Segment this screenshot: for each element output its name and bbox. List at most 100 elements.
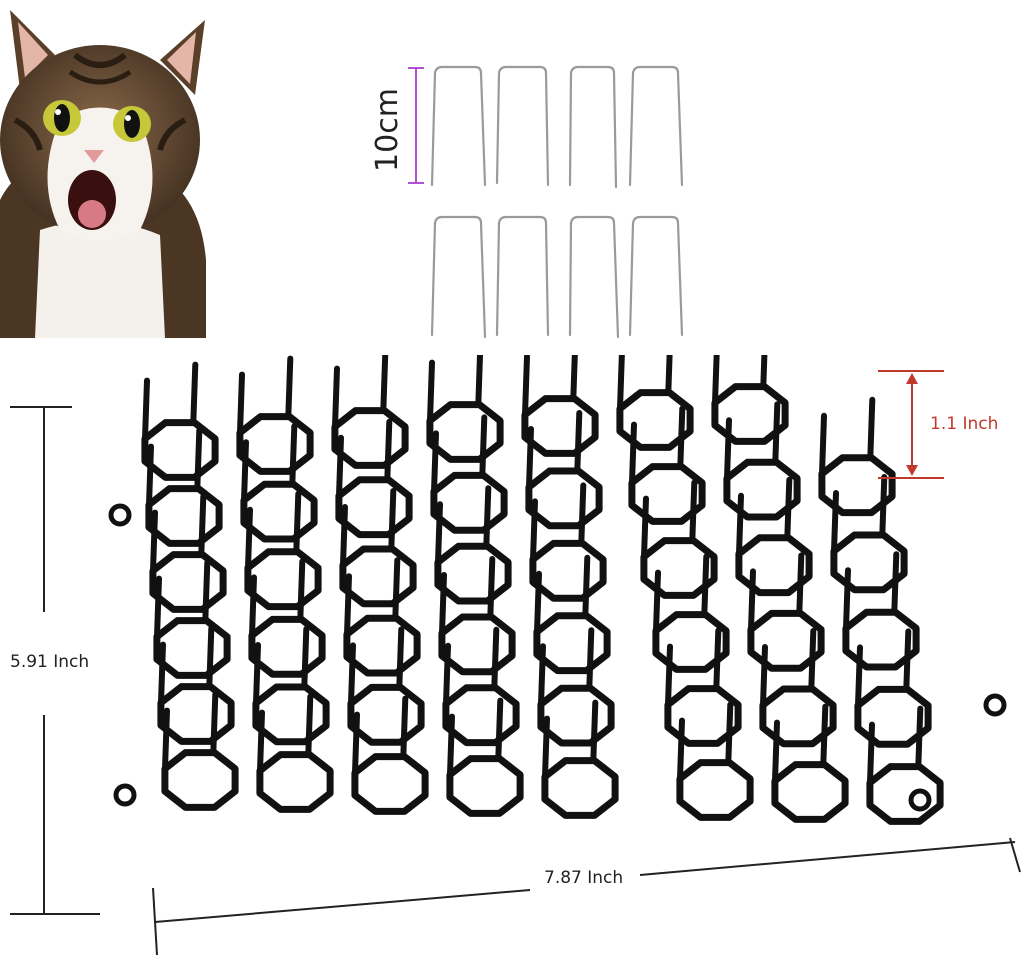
mat-spike xyxy=(665,643,673,708)
mat-spike xyxy=(820,703,829,768)
mat-cell xyxy=(149,551,227,613)
mat-spike xyxy=(241,439,249,504)
mat-spike xyxy=(534,570,542,635)
mat-spike xyxy=(237,371,245,436)
mounting-tab xyxy=(908,788,932,812)
mat-cell xyxy=(252,683,330,746)
mat-spike xyxy=(538,643,546,708)
mat-spike xyxy=(344,573,352,638)
mat-spike xyxy=(479,414,488,479)
mat-spike xyxy=(586,627,595,692)
mat-cell xyxy=(331,407,409,469)
mat-spike xyxy=(154,575,162,640)
mat-spike xyxy=(629,421,637,486)
mat-spike xyxy=(384,418,393,483)
stake xyxy=(628,215,684,337)
cat-photo xyxy=(0,10,206,338)
mat-cell xyxy=(347,683,425,746)
stake xyxy=(495,65,550,187)
mat-spike xyxy=(867,721,875,786)
mat-cell xyxy=(236,413,314,475)
mat-cell xyxy=(141,419,219,481)
stake xyxy=(430,215,487,339)
mat-cell xyxy=(676,759,754,821)
mat-spike xyxy=(542,715,550,780)
mat-spike xyxy=(435,501,443,566)
mat-spike xyxy=(142,377,150,442)
stake xyxy=(495,215,550,337)
mat-spike xyxy=(396,626,405,691)
mat-spike xyxy=(297,558,306,623)
mat-spike xyxy=(736,492,744,557)
mat-spike xyxy=(760,355,768,390)
mat-cell xyxy=(434,542,512,605)
mat-cell xyxy=(442,684,520,747)
mat-spike xyxy=(831,490,839,554)
mat-spike xyxy=(392,557,401,622)
stake-length-indicator xyxy=(408,67,424,184)
mat-spike xyxy=(202,559,211,624)
mat-cell xyxy=(533,612,611,675)
mat-spike xyxy=(855,644,863,709)
mat-spike xyxy=(891,551,900,616)
mat-spike xyxy=(483,485,492,550)
mat-spike xyxy=(915,705,924,770)
mat-spike xyxy=(724,417,732,482)
mounting-tab xyxy=(113,783,137,807)
mat-spike xyxy=(641,495,649,560)
mat-spike xyxy=(305,693,314,758)
mat-cell xyxy=(351,753,429,815)
mat-cell xyxy=(541,757,619,819)
mat-spike xyxy=(289,423,298,488)
mat-spike xyxy=(206,625,215,690)
mat-spike xyxy=(590,699,599,764)
mat-cell xyxy=(339,545,417,608)
mat-spike xyxy=(677,717,685,782)
mat-cell xyxy=(244,548,322,611)
mat-spike xyxy=(332,365,340,430)
mat-spike xyxy=(431,430,439,495)
mat-spike xyxy=(380,355,389,414)
mat-cell xyxy=(161,749,239,811)
mat-spike xyxy=(760,644,768,708)
mat-spike xyxy=(689,479,698,544)
mat-cell xyxy=(248,615,326,678)
mat-spike xyxy=(495,697,504,762)
mat-spike xyxy=(348,642,356,707)
mat-spike xyxy=(819,412,827,477)
mat-spike xyxy=(665,355,673,396)
mat-spike xyxy=(701,553,710,618)
mat-cell xyxy=(157,683,235,745)
mat-spike xyxy=(526,426,534,490)
mat-spike xyxy=(808,628,817,692)
mat-cell xyxy=(521,395,599,457)
mat-cell xyxy=(240,480,318,543)
mat-width-label: 7.87 Inch xyxy=(540,868,628,888)
mat-spike xyxy=(582,554,591,619)
mounting-tab xyxy=(983,693,1007,717)
mat-cell xyxy=(430,471,508,534)
mat-height-label: 5.91 Inch xyxy=(10,652,90,672)
mat-spike xyxy=(336,434,344,499)
stake xyxy=(628,65,684,187)
mat-spike xyxy=(388,488,397,552)
mat-spike xyxy=(867,396,876,461)
mat-spike xyxy=(427,359,435,424)
mat-spike xyxy=(443,642,451,707)
mat-spike xyxy=(194,427,203,492)
mat-spike xyxy=(447,713,455,778)
mat-spike xyxy=(772,719,780,784)
mat-spike xyxy=(843,567,851,632)
mat-spike xyxy=(162,707,170,772)
mat-spike xyxy=(293,490,302,555)
mat-cell xyxy=(256,751,334,813)
mat-spike xyxy=(748,568,756,633)
mat-spike xyxy=(713,627,722,692)
mat-spike xyxy=(352,711,360,776)
mat-cell xyxy=(438,613,516,676)
mat-cell xyxy=(446,755,524,817)
mat-spike xyxy=(574,410,583,474)
mat-spike xyxy=(772,401,781,466)
mat-spike xyxy=(491,626,500,691)
stake xyxy=(568,215,620,339)
